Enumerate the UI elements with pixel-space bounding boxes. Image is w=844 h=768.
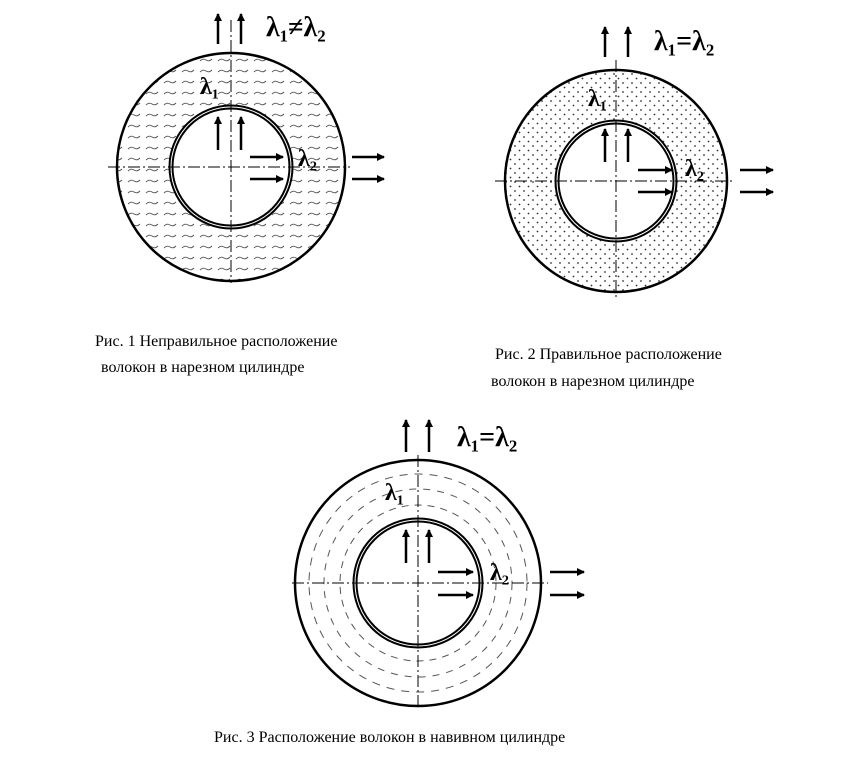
figure-3-caption: Рис. 3 Расположение волокон в навивном ц…: [214, 729, 566, 746]
lambda2-label: λ₂: [490, 560, 509, 586]
relation-label: λ₁=λ₂: [654, 26, 714, 57]
figure-2-caption-line1: Рис. 2 Правильное расположение: [495, 346, 722, 363]
figure-1-cylinder-wrong: λ₁≠λ₂ λ₁ λ₂: [108, 12, 385, 283]
figure-1-caption-line1: Рис. 1 Неправильное расположение: [95, 333, 338, 350]
lambda2-label: λ₂: [685, 156, 704, 182]
arrows: [214, 13, 385, 183]
arrows: [601, 26, 774, 196]
lambda1-label: λ₁: [385, 480, 404, 506]
relation-label: λ₁≠λ₂: [266, 12, 326, 43]
arrows: [402, 419, 585, 599]
lambda1-label: λ₁: [200, 74, 219, 100]
lambda1-label: λ₁: [588, 86, 607, 112]
figure-2-cylinder-correct: λ₁=λ₂ λ₁ λ₂: [495, 26, 774, 300]
lambda2-label: λ₂: [298, 146, 317, 172]
figure-2-caption-line2: волокон в нарезном цилиндре: [491, 373, 695, 390]
figure-1-caption-line2: волокон в нарезном цилиндре: [101, 359, 305, 376]
figure-3-cylinder-wound: λ₁=λ₂ λ₁ λ₂: [292, 419, 585, 710]
relation-label: λ₁=λ₂: [457, 422, 517, 453]
